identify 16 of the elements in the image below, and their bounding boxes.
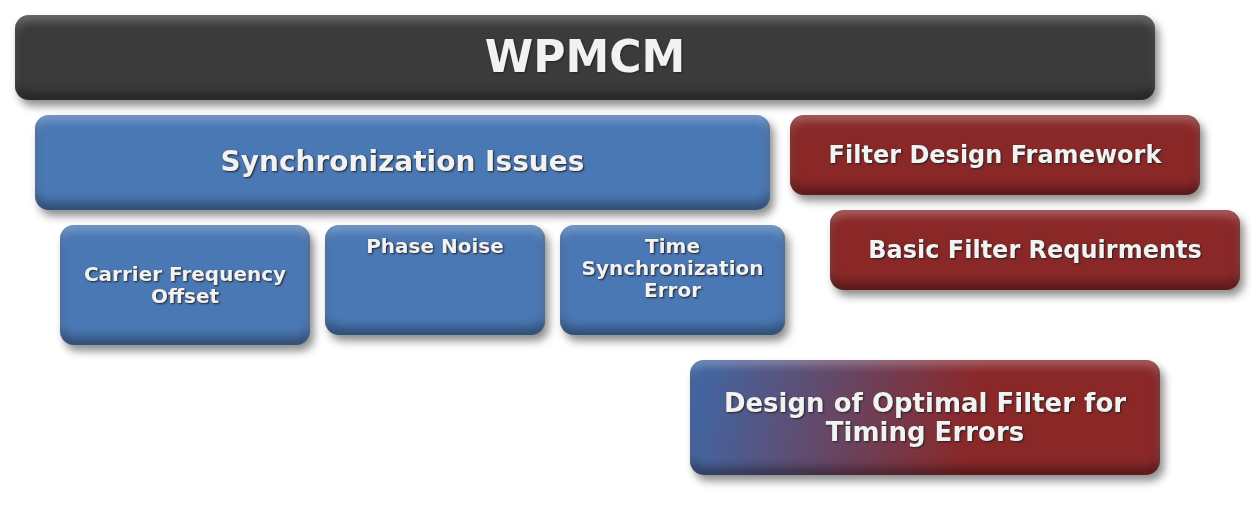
block	[60, 225, 310, 345]
block-label: Synchronization Issues	[220, 147, 585, 178]
block	[790, 115, 1200, 195]
block-label: Basic Filter Requirments	[868, 236, 1202, 264]
block	[830, 210, 1240, 290]
block	[15, 15, 1155, 100]
block-label: WPMCM	[484, 33, 686, 82]
block	[560, 225, 785, 335]
block-label: Design of Optimal Filter for Timing Errors	[722, 388, 1128, 447]
block-label: Phase Noise	[366, 235, 504, 257]
block-label: Time Synchronization Error	[580, 235, 765, 301]
block	[325, 225, 545, 335]
block	[690, 360, 1160, 475]
block-label: Filter Design Framework	[828, 141, 1162, 169]
block-label: Carrier Frequency Offset	[82, 263, 288, 307]
block	[35, 115, 770, 210]
